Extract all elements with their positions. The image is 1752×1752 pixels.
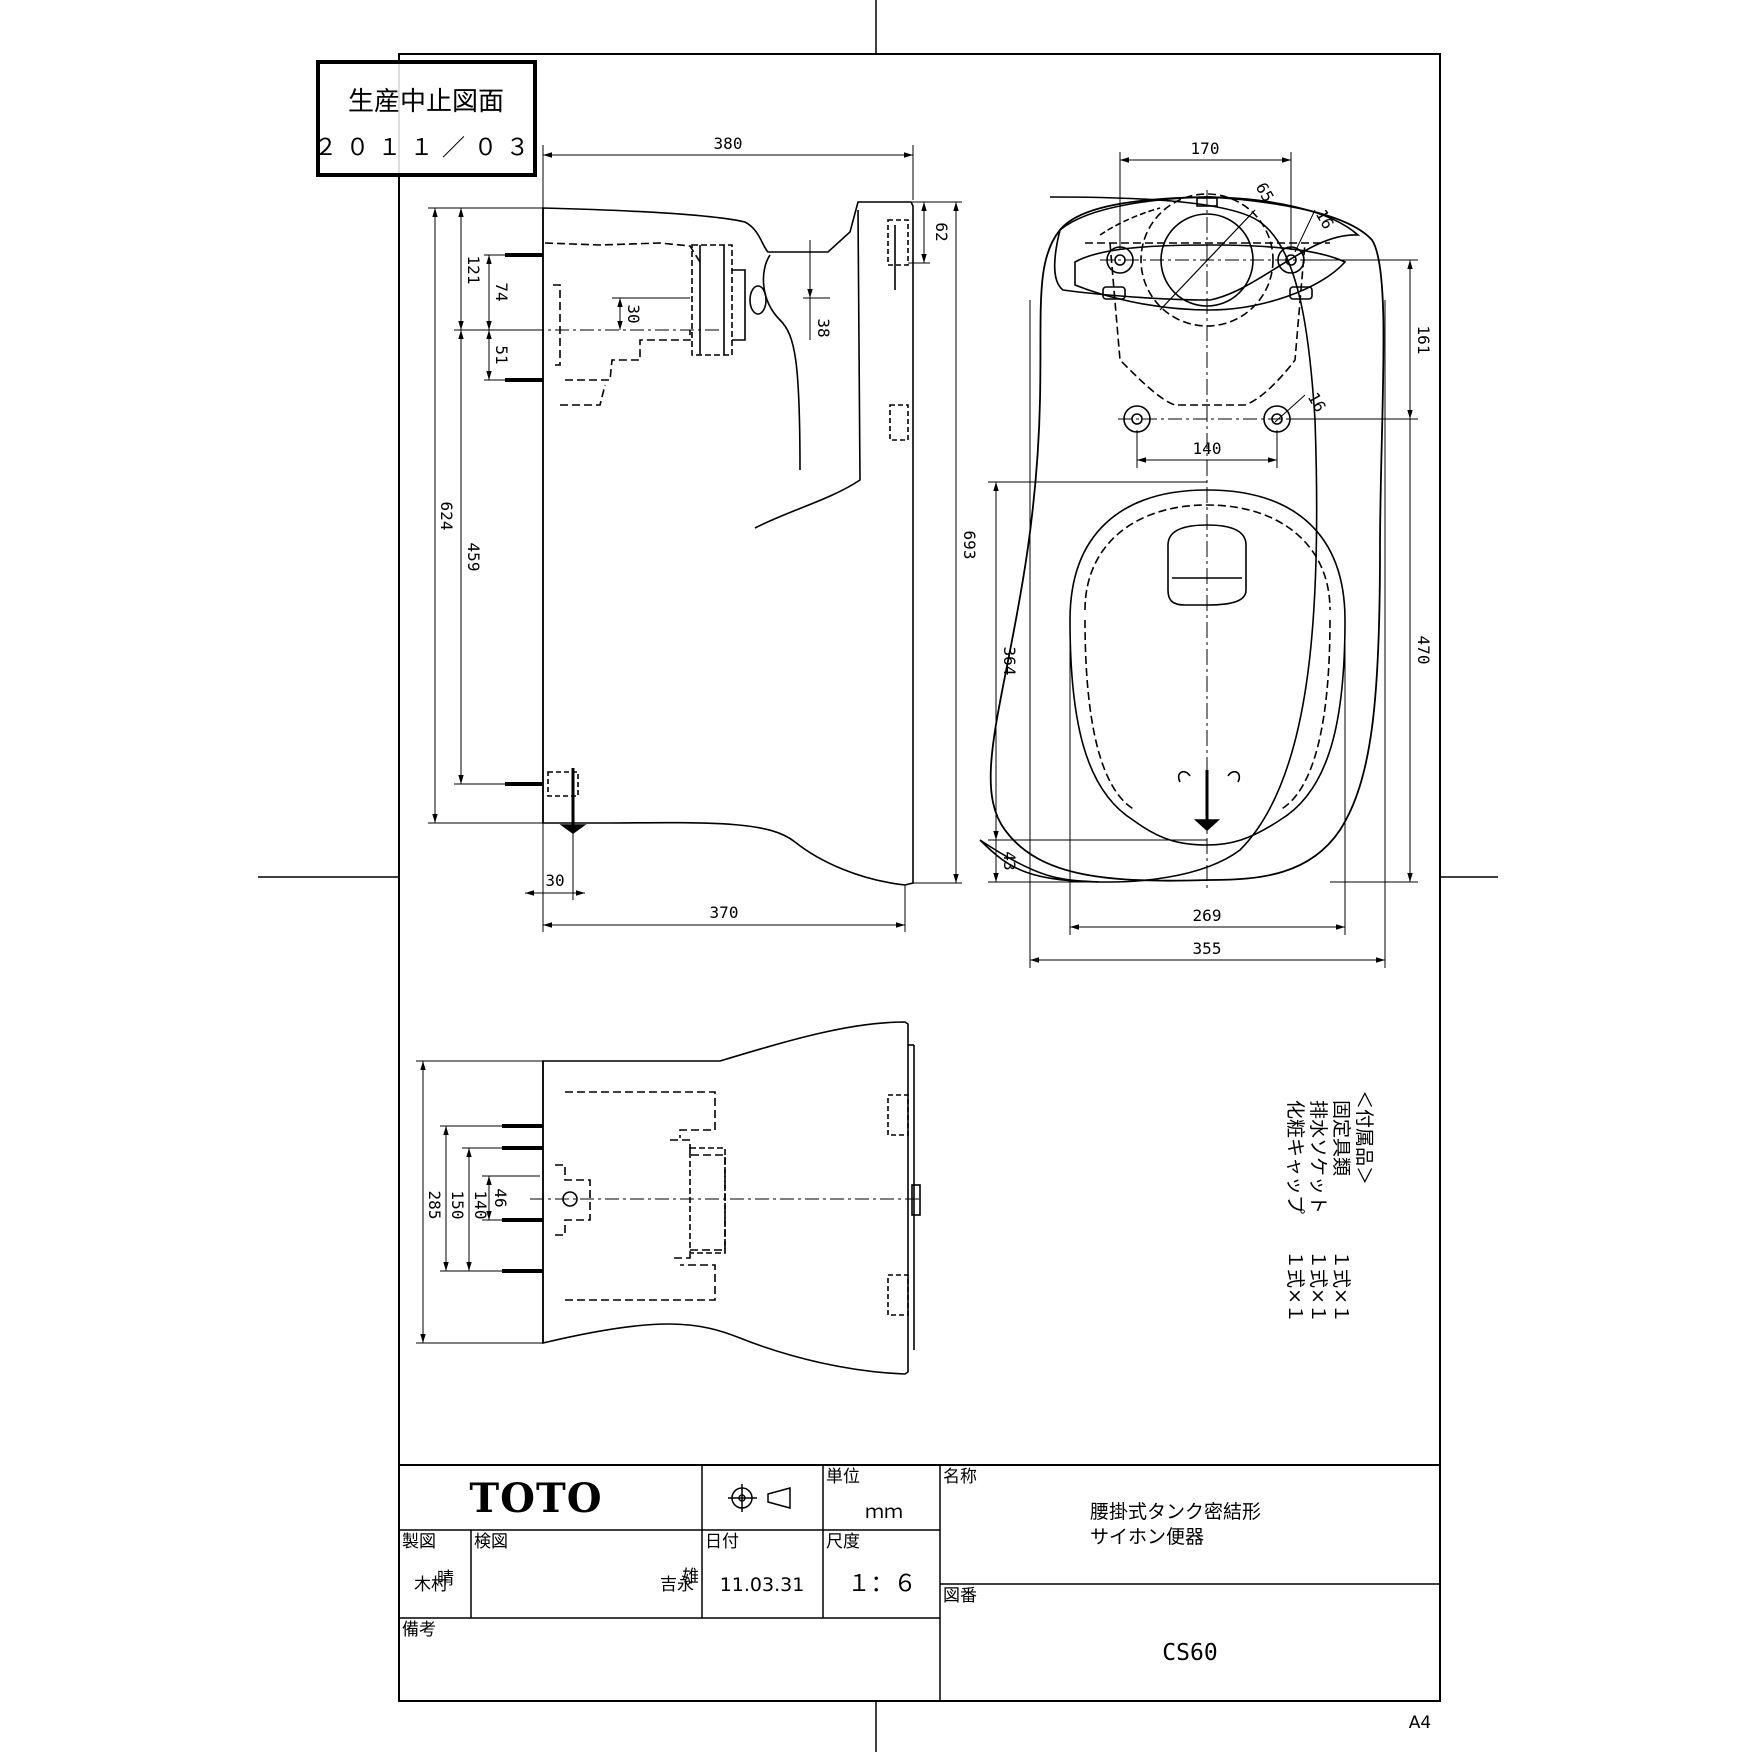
dim-38: 38 — [814, 318, 833, 337]
drawn-by: 木村 — [414, 1575, 448, 1595]
accessories-header: ＜付属品＞ — [1353, 1090, 1375, 1185]
discontinued-stamp: 生産中止図面 ２０１１／０３ — [314, 60, 538, 177]
dim-62: 62 — [932, 222, 951, 241]
side-body-outline — [542, 201, 914, 886]
dim-30-horizontal: 30 — [545, 871, 564, 890]
stamp-title: 生産中止図面 — [348, 87, 504, 117]
title-block-text: TOTO 単位 ｍｍ 名称 腰掛式タンク密結形 サイホン便器 製図 木村 晴 検… — [402, 1467, 1431, 1733]
dim-121: 121 — [464, 256, 483, 285]
checked-by-sub: 雄 — [682, 1567, 699, 1587]
drawn-label: 製図 — [402, 1532, 436, 1552]
dim-74: 74 — [492, 282, 511, 301]
accessory-name-1: 固定具類 — [1330, 1100, 1352, 1176]
side-view — [505, 201, 914, 886]
dim-140-bottom: 140 — [471, 1191, 490, 1220]
dim-140-top: 140 — [1193, 439, 1222, 458]
dim-269: 269 — [1193, 906, 1222, 925]
toto-logo: TOTO — [469, 1475, 602, 1522]
stamp-date: ２０１１／０３ — [314, 135, 538, 161]
top-view-dimension-labels: 170 65 16 161 16 140 364 470 43 269 355 — [1000, 139, 1433, 958]
side-view-dimensions — [428, 145, 962, 932]
dim-370: 370 — [710, 903, 739, 922]
top-view-dimensions — [988, 152, 1418, 968]
name-label: 名称 — [943, 1467, 977, 1487]
unit-label: 単位 — [826, 1467, 860, 1487]
date-label: 日付 — [705, 1532, 739, 1552]
drawing-no-label: 図番 — [943, 1586, 977, 1606]
dim-459: 459 — [464, 543, 483, 572]
dim-380: 380 — [714, 134, 743, 153]
dim-46: 46 — [491, 1188, 510, 1207]
accessory-name-2: 排水ソケット — [1307, 1100, 1329, 1214]
top-view — [979, 190, 1385, 890]
unit-value: ｍｍ — [865, 1501, 903, 1523]
bottom-view-dimension-labels: 285 150 140 46 — [425, 1188, 510, 1219]
accessory-name-3: 化粧キャップ — [1284, 1100, 1306, 1214]
dim-170: 170 — [1191, 139, 1220, 158]
bottom-view — [502, 1021, 921, 1375]
dim-624: 624 — [437, 502, 456, 531]
sheet-frame — [258, 0, 1498, 1752]
dim-16-top: 16 — [1312, 206, 1338, 232]
side-view-dimension-labels: 380 62 693 624 121 459 74 51 30 38 30 37… — [437, 134, 979, 922]
checked-by: 吉永 — [660, 1575, 694, 1595]
product-name-line1: 腰掛式タンク密結形 — [1090, 1501, 1261, 1523]
remarks-label: 備考 — [402, 1620, 436, 1640]
product-name-line2: サイホン便器 — [1090, 1526, 1204, 1548]
third-angle-projection-icon — [728, 1484, 791, 1512]
dim-51: 51 — [492, 345, 511, 364]
dim-150: 150 — [448, 1191, 467, 1220]
scale-value: １：６ — [848, 1571, 917, 1597]
dim-355: 355 — [1193, 939, 1222, 958]
checked-label: 検図 — [474, 1532, 508, 1552]
accessories-list: ＜付属品＞ 固定具類 １式×１ 排水ソケット １式×１ 化粧キャップ １式×１ — [1284, 1090, 1375, 1323]
dim-693: 693 — [960, 531, 979, 560]
drawn-by-sub: 晴 — [437, 1569, 454, 1589]
bottom-view-dimensions — [416, 1060, 543, 1344]
bottom-body-outline — [542, 1021, 909, 1375]
dim-161: 161 — [1414, 326, 1433, 355]
paper-size: A4 — [1409, 1713, 1431, 1733]
accessory-qty-2: １式×１ — [1307, 1250, 1329, 1323]
date-value: 11.03.31 — [720, 1574, 805, 1596]
dim-43: 43 — [1000, 851, 1019, 870]
scale-label: 尺度 — [826, 1532, 860, 1552]
top-outer-outline — [979, 196, 1318, 883]
dim-16-bottom: 16 — [1304, 389, 1330, 415]
dim-470: 470 — [1414, 636, 1433, 665]
dim-30-vertical: 30 — [624, 304, 643, 323]
dim-285: 285 — [425, 1191, 444, 1220]
drawing-no: CS60 — [1162, 1640, 1217, 1666]
title-block — [398, 1464, 1441, 1702]
accessory-qty-3: １式×１ — [1284, 1250, 1306, 1323]
accessory-qty-1: １式×１ — [1330, 1250, 1352, 1323]
dim-364: 364 — [1000, 647, 1019, 676]
